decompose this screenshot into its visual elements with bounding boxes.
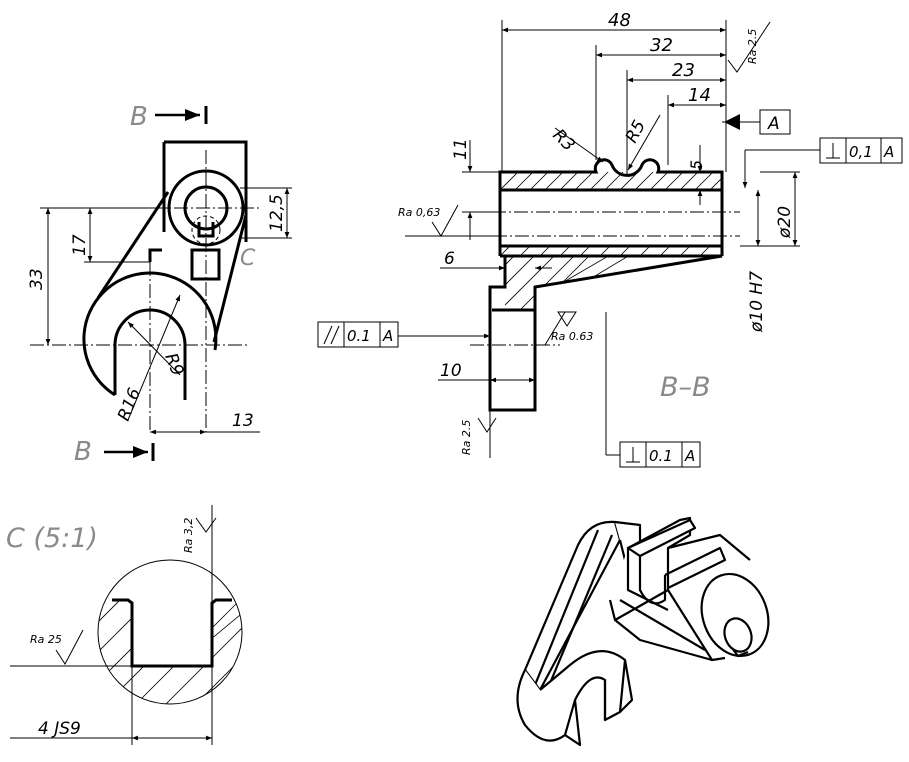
section-bb-title: B–B — [660, 372, 711, 403]
section-b-bottom-label: B — [74, 437, 92, 467]
dim-13: 13 — [232, 411, 254, 431]
ra-detail-top: Ra 3,2 — [182, 518, 195, 553]
perp-top-frame — [819, 137, 903, 164]
ra-detail-left: Ra 25 — [30, 633, 62, 646]
ra-bottom: Ra 2.5 — [460, 420, 473, 455]
dim-phi10-h7: ø10 H7 — [747, 271, 767, 333]
detail-c-title: C (5:1) — [6, 523, 98, 554]
section-b-b-view: 48 32 23 14 A Ra 2.5 11 5 R3 — [317, 10, 903, 468]
dim-r9: R9 — [160, 350, 187, 378]
dim-6: 6 — [444, 249, 455, 269]
datum-a-label: A — [767, 114, 780, 134]
dim-key-width: 4 JS9 — [38, 719, 81, 739]
front-view: B B C 33 17 12,5 R16 R9 13 — [27, 102, 292, 467]
dim-10: 10 — [440, 361, 462, 381]
ra-left: Ra 0,63 — [398, 206, 440, 219]
datum-a-frame — [759, 109, 791, 135]
perp-bottom-datum: A — [684, 447, 695, 465]
isometric-view — [516, 516, 770, 747]
dim-12-5: 12,5 — [267, 194, 287, 232]
dim-r3: R3 — [548, 125, 578, 155]
dim-r5: R5 — [622, 117, 650, 146]
ra-top: Ra 2.5 — [746, 29, 759, 64]
dim-r16: R16 — [114, 385, 145, 424]
dim-14: 14 — [688, 85, 711, 106]
dim-17: 17 — [70, 234, 90, 256]
section-b-top-label: B — [130, 102, 148, 132]
parallel-value: 0.1 — [347, 327, 371, 345]
parallel-datum: A — [382, 327, 393, 345]
perp-top-value: 0,1 — [849, 143, 873, 161]
detail-c-view: C (5:1) Ra 3,2 Ra 25 4 JS9 — [6, 505, 243, 745]
dim-33: 33 — [27, 268, 47, 290]
perp-top-datum: A — [883, 143, 894, 161]
detail-c-mark: C — [240, 246, 256, 271]
dim-32: 32 — [650, 35, 673, 56]
dim-23: 23 — [672, 60, 695, 81]
dim-5: 5 — [687, 160, 706, 170]
ra-mid: Ra 0.63 — [551, 330, 593, 343]
dim-phi20: ø20 — [775, 206, 795, 239]
dim-48: 48 — [608, 10, 631, 31]
dim-11: 11 — [451, 138, 471, 160]
perp-bottom-value: 0.1 — [649, 447, 673, 465]
